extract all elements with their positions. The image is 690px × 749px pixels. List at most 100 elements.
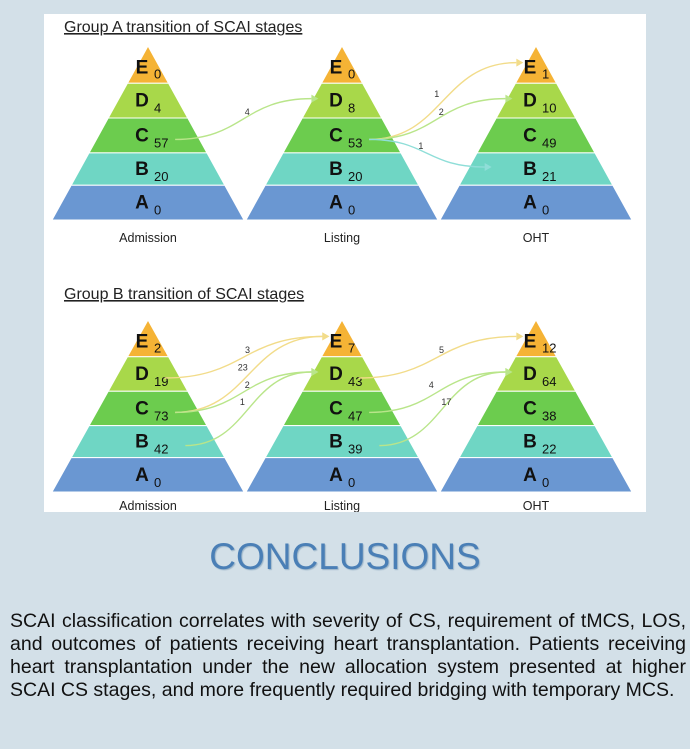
- stage-count: 10: [542, 101, 556, 116]
- stage-letter: D: [135, 91, 149, 112]
- stage-a-band: [51, 184, 245, 221]
- stage-letter: C: [329, 125, 343, 146]
- stage-letter: B: [135, 159, 149, 180]
- stage-letter: B: [329, 159, 343, 180]
- stage-count: 7: [348, 340, 355, 355]
- stage-letter: D: [523, 364, 537, 385]
- stage-letter: C: [135, 125, 149, 146]
- transition-count: 17: [441, 397, 451, 407]
- pyramid-label: OHT: [523, 499, 550, 512]
- stage-count: 73: [154, 408, 168, 423]
- stage-letter: A: [135, 465, 149, 486]
- pyramid-label: OHT: [523, 231, 550, 245]
- stage-letter: C: [329, 398, 343, 419]
- stage-letter: D: [329, 91, 343, 112]
- transition-count: 3: [245, 345, 250, 355]
- stage-count: 22: [542, 442, 556, 457]
- stage-count: 1: [542, 67, 549, 82]
- transition-arrow: 1: [369, 138, 492, 172]
- stage-count: 43: [348, 374, 362, 389]
- stage-count: 0: [154, 203, 161, 218]
- stage-count: 57: [154, 135, 168, 150]
- pyramid-label: Admission: [119, 499, 177, 512]
- stage-a-band: [245, 457, 439, 493]
- stage-count: 0: [542, 203, 549, 218]
- stage-letter: A: [329, 465, 343, 486]
- transition-count: 2: [439, 107, 444, 117]
- stage-letter: C: [135, 398, 149, 419]
- stage-count: 12: [542, 340, 556, 355]
- stage-letter: B: [523, 159, 537, 180]
- stage-letter: E: [330, 331, 343, 352]
- stage-letter: A: [135, 193, 149, 214]
- stage-count: 64: [542, 374, 556, 389]
- pyramid-label: Admission: [119, 231, 177, 245]
- stage-count: 38: [542, 408, 556, 423]
- stage-count: 0: [154, 475, 161, 490]
- stage-count: 39: [348, 442, 362, 457]
- transition-count: 5: [439, 345, 444, 355]
- stage-a-band: [439, 184, 633, 221]
- stage-letter: A: [329, 193, 343, 214]
- transition-arrow: 2: [369, 94, 513, 141]
- stage-count: 20: [348, 169, 362, 184]
- stage-letter: C: [523, 398, 537, 419]
- transition-count: 1: [434, 89, 439, 99]
- stage-count: 0: [348, 475, 355, 490]
- transition-arrow: 17: [379, 368, 513, 447]
- group-a-title: Group A transition of SCAI stages: [64, 19, 302, 36]
- transition-count: 1: [240, 397, 245, 407]
- stage-a-band: [51, 457, 245, 493]
- transition-count: 4: [245, 107, 250, 117]
- stage-letter: C: [523, 125, 537, 146]
- stage-count: 19: [154, 374, 168, 389]
- conclusions-text: SCAI classification correlates with seve…: [10, 610, 686, 701]
- stage-letter: E: [330, 58, 343, 79]
- stage-count: 2: [154, 340, 161, 355]
- transition-arrow: 23: [175, 332, 330, 414]
- stage-count: 0: [154, 67, 161, 82]
- transition-arrow: 1: [369, 58, 524, 141]
- stage-a-band: [245, 184, 439, 221]
- stage-letter: A: [523, 465, 537, 486]
- stage-letter: E: [136, 331, 149, 352]
- group-b-title: Group B transition of SCAI stages: [64, 286, 304, 303]
- stage-letter: D: [523, 91, 537, 112]
- stage-letter: D: [135, 364, 149, 385]
- pyramid-label: Listing: [324, 499, 360, 512]
- stage-count: 8: [348, 101, 355, 116]
- stage-count: 20: [154, 169, 168, 184]
- stage-count: 0: [542, 475, 549, 490]
- pyramid-label: Listing: [324, 231, 360, 245]
- stage-letter: A: [523, 193, 537, 214]
- transition-arrow: 4: [175, 94, 319, 141]
- stage-letter: B: [523, 432, 537, 453]
- transition-count: 2: [245, 380, 250, 390]
- transition-arrow: 1: [185, 368, 319, 447]
- conclusions-heading: CONCLUSIONS: [209, 536, 481, 577]
- stage-count: 49: [542, 135, 556, 150]
- stage-count: 21: [542, 169, 556, 184]
- stage-letter: E: [524, 58, 537, 79]
- stage-count: 4: [154, 101, 161, 116]
- stage-letter: E: [136, 58, 149, 79]
- stage-count: 53: [348, 135, 362, 150]
- stage-count: 42: [154, 442, 168, 457]
- stage-letter: D: [329, 364, 343, 385]
- stage-count: 47: [348, 408, 362, 423]
- stage-letter: B: [135, 432, 149, 453]
- transition-count: 23: [238, 362, 248, 372]
- stage-letter: B: [329, 432, 343, 453]
- stage-a-band: [439, 457, 633, 493]
- transition-count: 1: [418, 141, 423, 151]
- transition-count: 4: [429, 380, 434, 390]
- stage-letter: E: [524, 331, 537, 352]
- stage-count: 0: [348, 67, 355, 82]
